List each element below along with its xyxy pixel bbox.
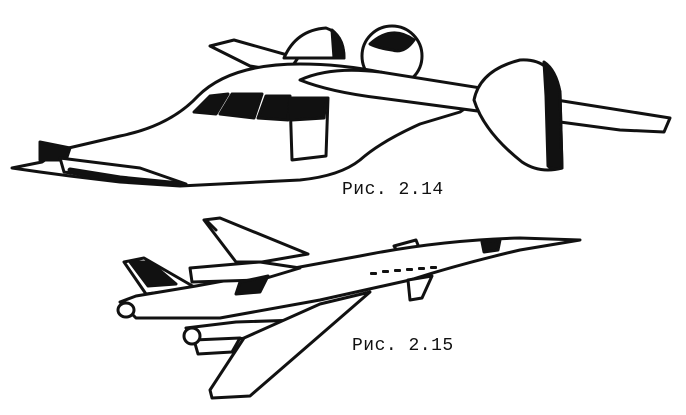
door-window	[290, 98, 328, 122]
lower-wing	[208, 290, 372, 400]
figure-2-14-aircraft	[10, 24, 672, 188]
engine-upper	[188, 260, 302, 284]
fuselage-underline	[67, 167, 183, 187]
ventral-fin	[406, 274, 434, 302]
right-fin-shade	[542, 60, 564, 171]
figure-caption-2-14: Рис. 2.14	[342, 180, 444, 200]
engine-intake	[234, 274, 270, 296]
figure-caption-2-15: Рис. 2.15	[352, 336, 454, 356]
window-1	[192, 92, 230, 116]
engine-lower-2	[192, 336, 242, 356]
cockpit-canopy	[480, 238, 502, 254]
cockpit-sphere-shading	[368, 31, 416, 53]
window-2	[218, 92, 264, 120]
portholes	[370, 266, 437, 275]
nozzle-upper	[116, 301, 136, 319]
vertical-tail-shade	[128, 260, 178, 288]
nozzle-lower	[182, 326, 202, 346]
figure-2-15-aircraft	[116, 216, 582, 400]
upper-wing-root-mark	[204, 218, 218, 232]
window-3	[256, 94, 292, 122]
upright-fin-left-shade	[330, 28, 346, 60]
upper-wing	[202, 216, 310, 264]
